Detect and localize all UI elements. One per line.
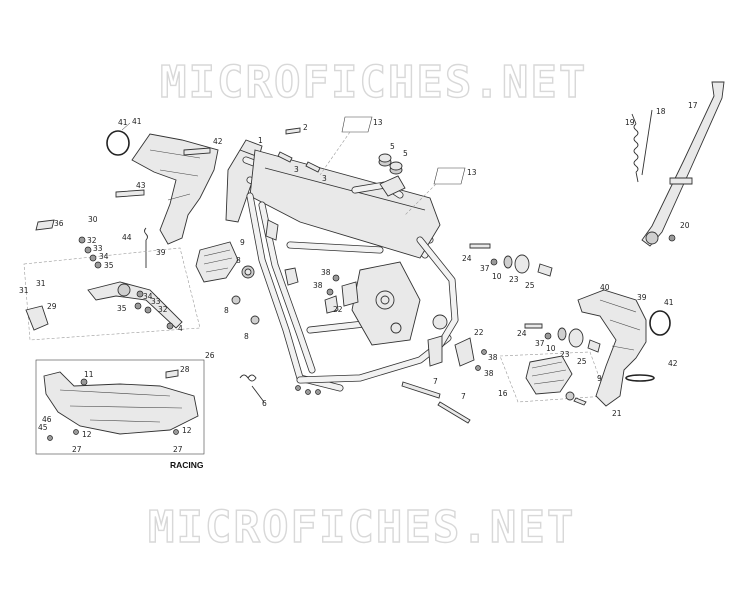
- callout-7a: 7: [433, 377, 438, 386]
- callout-5b: 5: [403, 149, 408, 158]
- callout-9a: 9: [240, 238, 245, 247]
- callout-1: 1: [258, 136, 263, 145]
- callout-34b: 34: [143, 292, 153, 301]
- right-footpeg: [525, 355, 587, 406]
- callout-45: 46: [42, 415, 52, 424]
- callout-38b: 38: [313, 281, 323, 290]
- callout-41b: 41: [664, 298, 674, 307]
- callout-10a: 10: [492, 272, 502, 281]
- callout-41a: 41: [132, 117, 142, 126]
- callout-29: 30: [88, 215, 98, 224]
- callout-31b: 31: [19, 286, 29, 295]
- callout-32a: 32: [87, 236, 97, 245]
- spring-icon-2: [239, 374, 265, 403]
- callout-30: 29: [47, 302, 57, 311]
- callout-24b: 24: [517, 329, 527, 338]
- spring-20: [631, 113, 639, 183]
- watermark-bottom: MICROFICHES.NET: [148, 502, 575, 553]
- callout-10b: 10: [546, 344, 556, 353]
- skid-plate: [43, 371, 199, 435]
- skid-plate-box: [35, 359, 205, 455]
- callout-24a: 24: [462, 254, 472, 263]
- callout-28: 28: [180, 365, 190, 374]
- callout-23a: 23: [509, 275, 519, 284]
- callout-42b: 43: [136, 181, 146, 190]
- callout-25a: 25: [525, 281, 535, 290]
- left-frame-guard: [131, 133, 219, 245]
- callout-5a: 5: [390, 142, 395, 151]
- callout-13a: 13: [373, 118, 383, 127]
- callout-41c: 42: [668, 359, 678, 368]
- callout-38a: 38: [321, 268, 331, 277]
- right-frame-guard: [577, 289, 647, 407]
- callout-46: 45: [38, 423, 48, 432]
- callout-16: 16: [498, 389, 508, 398]
- callout-35a: 35: [104, 261, 114, 270]
- callout-11: 11: [84, 370, 94, 379]
- callout-37a: 37: [480, 264, 490, 273]
- callout-41d: 41: [118, 118, 128, 127]
- callout-34a: 34: [99, 252, 109, 261]
- callout-26: 26: [205, 351, 215, 360]
- callout-20: 19: [625, 118, 635, 127]
- callout-22b: 22: [474, 328, 484, 337]
- callout-27a: 27: [72, 445, 82, 454]
- callout-31a: 31: [36, 279, 46, 288]
- bushing-group: [378, 153, 403, 175]
- callout-35b: 35: [117, 304, 127, 313]
- callout-36: 36: [54, 219, 64, 228]
- callout-8b: 8: [244, 332, 249, 341]
- callout-8a: 8: [224, 306, 229, 315]
- brake-pedal: [25, 219, 183, 331]
- callout-25b: 25: [577, 357, 587, 366]
- spring-icon: [144, 227, 148, 268]
- callout-40: 40: [600, 283, 610, 292]
- clamp-ring: [106, 130, 130, 156]
- callout-12a: 12: [82, 430, 92, 439]
- callout-6: 6: [262, 399, 267, 408]
- callout-27b: 27: [173, 445, 183, 454]
- callout-38c: 38: [488, 353, 498, 362]
- callout-37b: 37: [535, 339, 545, 348]
- callout-42a: 42: [213, 137, 223, 146]
- callout-23b: 23: [560, 350, 570, 359]
- callout-2: 2: [303, 123, 308, 132]
- clamp-ring-3: [625, 374, 655, 382]
- callout-32b: 32: [158, 305, 168, 314]
- callout-12b: 12: [182, 426, 192, 435]
- callout-17: 21: [612, 409, 622, 418]
- callout-39a: 39: [156, 248, 166, 257]
- callout-22a: 22: [333, 305, 343, 314]
- callout-3b: 3: [322, 174, 327, 183]
- clamp-ring-2: [649, 310, 671, 336]
- callout-39b: 39: [637, 293, 647, 302]
- callout-7b: 7: [461, 392, 466, 401]
- callout-3a: 3: [294, 165, 299, 174]
- callout-43: 44: [122, 233, 132, 242]
- side-stand: [641, 81, 725, 247]
- callout-19: 18: [656, 107, 666, 116]
- callout-13b: 13: [467, 168, 477, 177]
- left-footpeg: [195, 241, 255, 283]
- callout-21: 20: [680, 221, 690, 230]
- callout-4: 4: [178, 324, 183, 333]
- racing-label: RACING: [170, 460, 204, 470]
- callout-38d: 38: [484, 369, 494, 378]
- callout-33b: 33: [151, 297, 161, 306]
- watermark-top: MICROFICHES.NET: [160, 57, 587, 108]
- spring-19: [641, 109, 653, 176]
- callout-9b: 9: [597, 374, 602, 383]
- callout-33a: 33: [93, 244, 103, 253]
- callout-8c: 8: [236, 256, 241, 265]
- main-frame: [225, 139, 459, 392]
- callout-18: 17: [688, 101, 698, 110]
